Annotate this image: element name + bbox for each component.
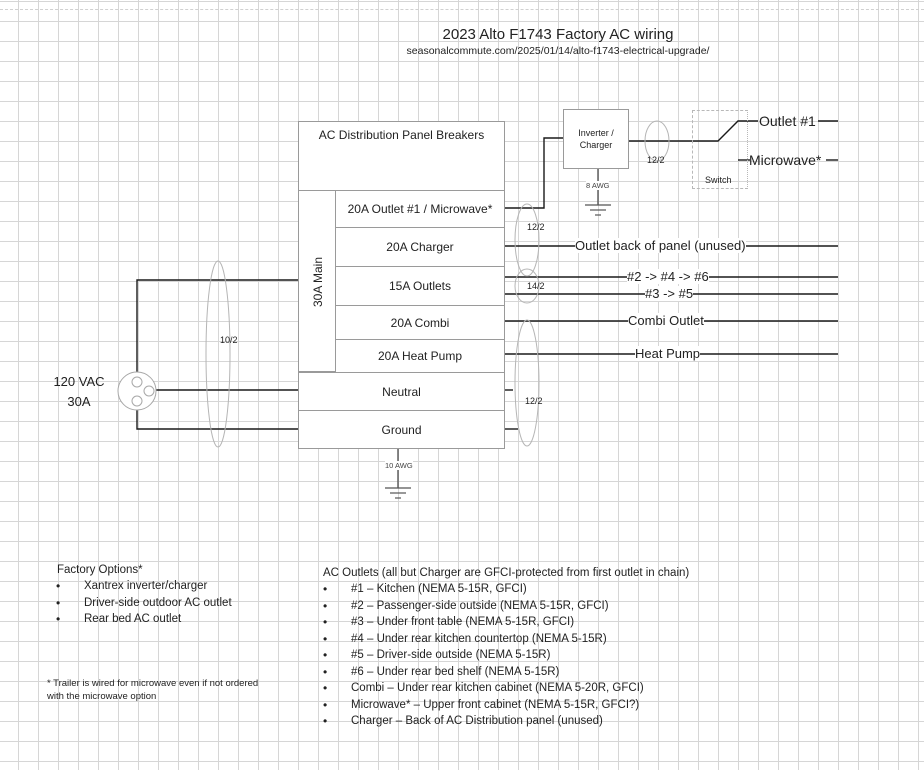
breaker-label: 20A Combi: [390, 315, 450, 330]
footnote-line1: * Trailer is wired for microwave even if…: [47, 678, 259, 689]
cable-12-2-top-ellipse: [514, 203, 540, 277]
footnote-line2: with the microwave option: [47, 691, 157, 702]
breaker-combi: 20A Combi: [335, 305, 505, 340]
switch-label: Switch: [705, 175, 732, 185]
factory-option-item: Xantrex inverter/charger: [50, 578, 232, 595]
switch-output-outlet1: Outlet #1: [759, 113, 816, 129]
cable-12-2-bottom-ellipse: [514, 319, 540, 447]
transfer-switch-box: [692, 110, 748, 189]
cable-inverter-ellipse: [644, 120, 670, 162]
supply-hot-wire: [136, 279, 298, 373]
ac-outlet-item: #5 – Driver-side outside (NEMA 5-15R): [317, 647, 644, 664]
diagram-title: 2023 Alto F1743 Factory AC wiring: [442, 26, 674, 43]
cable-14-2-ellipse: [514, 268, 540, 304]
inverter-to-switch-wire: [629, 120, 758, 142]
panel-ground-symbol: [385, 487, 411, 499]
cable-label-12-2-top: 12/2: [527, 222, 545, 232]
breaker-label: 20A Outlet #1 / Microwave*: [347, 202, 493, 216]
main-breaker: 30A Main: [298, 190, 336, 372]
cable-10-2-ellipse: [205, 260, 231, 448]
supply-ground-wire: [136, 408, 298, 430]
breaker-label: 20A Heat Pump: [377, 349, 463, 363]
main-breaker-label: 30A Main: [311, 256, 326, 308]
breaker-charger: 20A Charger: [335, 227, 505, 267]
microwave-footnote: * Trailer is wired for microwave even if…: [47, 677, 258, 703]
breaker-label: 20A Charger: [386, 240, 454, 254]
breaker-outlets: 15A Outlets: [335, 266, 505, 306]
factory-option-item: Driver-side outdoor AC outlet: [50, 595, 232, 612]
panel-title: AC Distribution Panel Breakers: [318, 128, 485, 142]
inverter-label-line2: Charger: [579, 140, 613, 150]
ground-bus: Ground: [298, 410, 505, 449]
ac-outlet-item: #4 – Under rear kitchen countertop (NEMA…: [317, 631, 644, 648]
ac-distribution-panel: AC Distribution Panel Breakers: [298, 121, 505, 191]
circuit-heat-pump-label: Heat Pump: [635, 346, 701, 361]
breaker-label: 15A Outlets: [388, 279, 452, 293]
factory-options-list: Xantrex inverter/charger Driver-side out…: [50, 578, 232, 628]
shore-power-inlet: [117, 371, 157, 411]
ground-label: Ground: [381, 422, 422, 437]
cable-label-14-2: 14/2: [527, 281, 545, 291]
circuit-outlets-a-label: #2 -> #4 -> #6: [627, 269, 709, 284]
inverter-ground-symbol: [585, 204, 611, 216]
inverter-charger-box: Inverter / Charger: [563, 109, 629, 169]
inverter-ground-awg: 8 AWG: [586, 181, 610, 190]
factory-options-title: Factory Options*: [57, 564, 143, 576]
ac-outlet-item: Combi – Under rear kitchen cabinet (NEMA…: [317, 680, 644, 697]
circuit-outlets-b-label: #3 -> #5: [645, 286, 694, 301]
ac-outlets-title: AC Outlets (all but Charger are GFCI-pro…: [323, 567, 690, 579]
switch-output-microwave: Microwave*: [749, 152, 822, 168]
ac-outlet-item: #6 – Under rear bed shelf (NEMA 5-15R): [317, 664, 644, 681]
inverter-label-line1: Inverter /: [578, 128, 614, 138]
ac-outlet-item: #2 – Passenger-side outside (NEMA 5-15R,…: [317, 598, 644, 615]
supply-cable-label: 10/2: [220, 335, 238, 345]
ac-outlet-item: #3 – Under front table (NEMA 5-15R, GFCI…: [317, 614, 644, 631]
ac-outlets-legend: AC Outlets (all but Charger are GFCI-pro…: [323, 565, 689, 582]
factory-options-legend: Factory Options*: [57, 562, 143, 579]
neutral-label: Neutral: [382, 384, 421, 399]
cable-label-12-2-bottom: 12/2: [525, 396, 543, 406]
supply-amperage: 30A: [67, 394, 91, 409]
circuit-combi-label: Combi Outlet: [628, 313, 704, 328]
breaker-outlet1-microwave: 20A Outlet #1 / Microwave*: [335, 190, 505, 228]
breaker-heat-pump: 20A Heat Pump: [335, 339, 505, 373]
ac-outlets-list: #1 – Kitchen (NEMA 5-15R, GFCI) #2 – Pas…: [317, 581, 644, 730]
cable-label-inverter: 12/2: [647, 155, 665, 165]
ac-outlet-item: #1 – Kitchen (NEMA 5-15R, GFCI): [317, 581, 644, 598]
factory-option-item: Rear bed AC outlet: [50, 611, 232, 628]
ac-outlet-item: Microwave* – Upper front cabinet (NEMA 5…: [317, 697, 644, 714]
supply-voltage: 120 VAC: [53, 374, 105, 389]
neutral-bus: Neutral: [298, 372, 505, 411]
circuit-charger-label: Outlet back of panel (unused): [575, 238, 746, 253]
ac-outlet-item: Charger – Back of AC Distribution panel …: [317, 713, 644, 730]
diagram-subtitle-url: seasonalcommute.com/2025/01/14/alto-f174…: [406, 45, 710, 57]
panel-ground-awg: 10 AWG: [385, 461, 413, 470]
outlet1-to-inverter-wire: [505, 137, 563, 209]
page-top-border: [0, 9, 924, 10]
